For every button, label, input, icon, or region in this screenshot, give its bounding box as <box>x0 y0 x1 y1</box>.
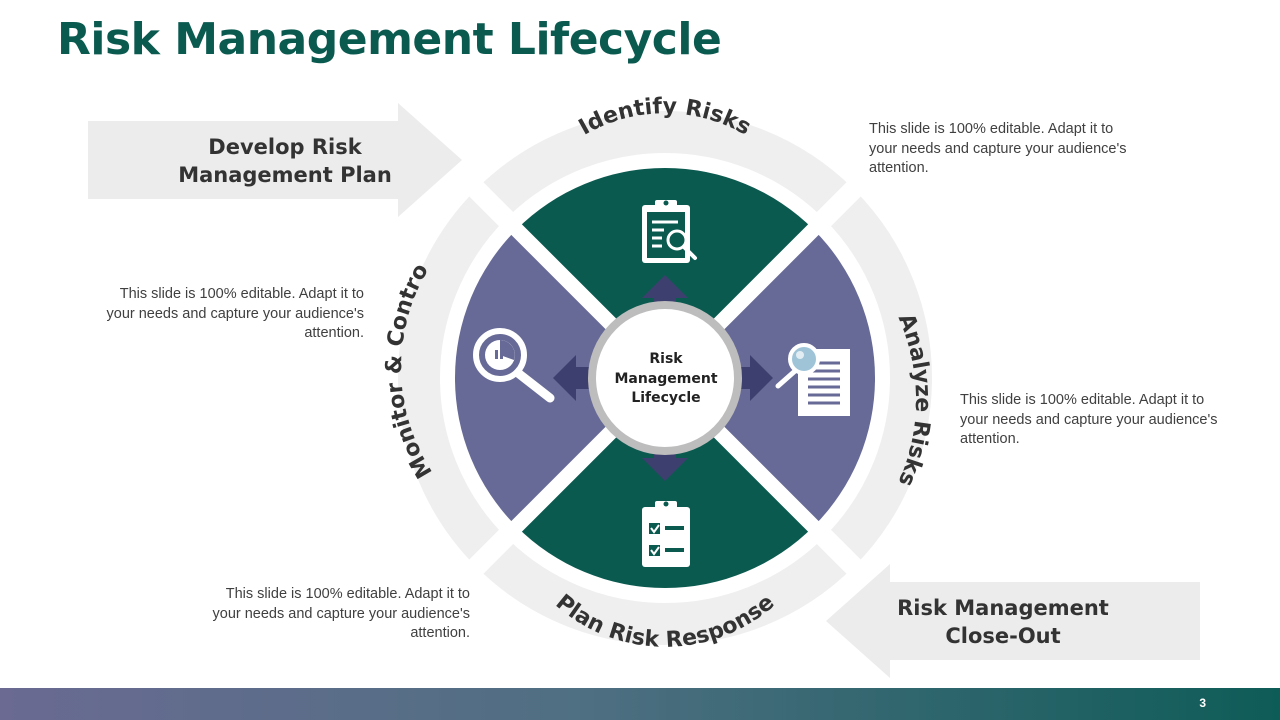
end-arrow <box>826 564 1200 678</box>
document-magnifier-icon <box>775 343 850 416</box>
chart-magnifier-icon <box>473 328 555 403</box>
direction-arrows <box>553 275 773 481</box>
description-bottom-left: This slide is 100% editable. Adapt it to… <box>212 586 471 641</box>
arrow-left <box>553 355 590 401</box>
sector-identify <box>516 167 814 378</box>
clipboard-search-icon <box>642 200 697 263</box>
lifecycle-diagram: Identify Risks Analyze Risks Plan Risk R… <box>0 0 1200 678</box>
arrow-up <box>642 275 688 312</box>
description-left: This slide is 100% editable. Adapt it to… <box>106 286 365 341</box>
end-arrow-label: Risk Management Close-Out <box>897 596 1109 648</box>
sector-plan-response <box>516 378 814 589</box>
arrow-down <box>642 444 688 481</box>
start-arrow-label: Develop Risk Management Plan <box>178 135 392 187</box>
ring-label-monitor: Monitor & Control <box>0 0 438 482</box>
start-arrow <box>88 103 462 217</box>
page-title: Risk Management Lifecycle <box>57 14 722 65</box>
page-number: 3 <box>1199 696 1206 710</box>
outer-ring <box>398 111 932 645</box>
description-right: This slide is 100% editable. Adapt it to… <box>960 392 1218 447</box>
center-circle <box>588 301 742 455</box>
footer-bar: 3 <box>0 688 1280 720</box>
arrow-right <box>736 355 773 401</box>
center-label: Risk Management Lifecycle <box>614 351 718 406</box>
checklist-clipboard-icon <box>642 501 690 567</box>
description-top-right: This slide is 100% editable. Adapt it to… <box>869 121 1127 176</box>
